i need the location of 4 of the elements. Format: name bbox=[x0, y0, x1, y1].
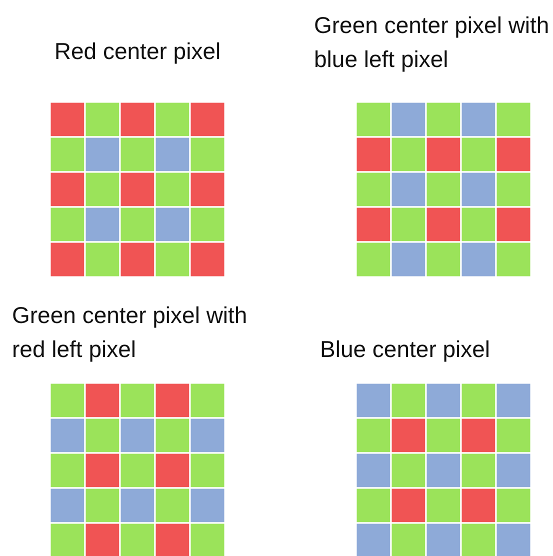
grid-title: Red center pixel bbox=[54, 38, 221, 64]
grid-title: Green center pixel with red left pixel bbox=[12, 302, 248, 362]
grid-title: Blue center pixel bbox=[320, 336, 490, 362]
grid-title: Green center pixel with blue left pixel bbox=[314, 12, 550, 72]
